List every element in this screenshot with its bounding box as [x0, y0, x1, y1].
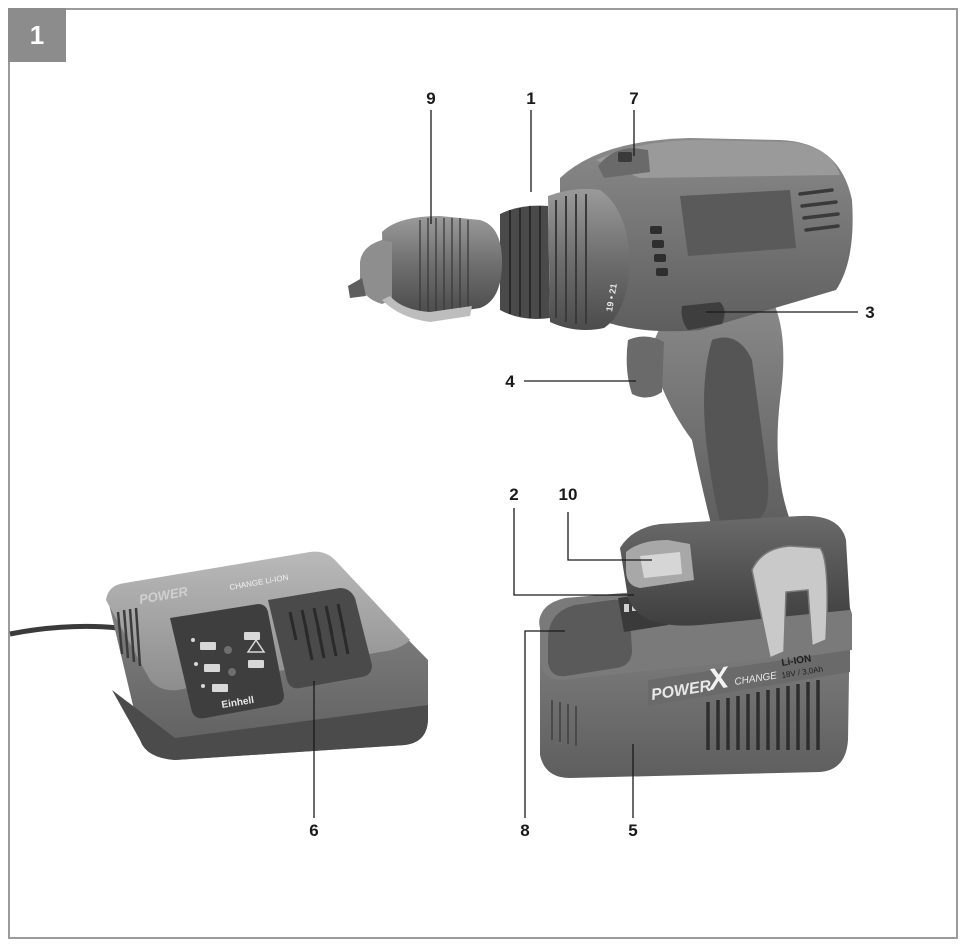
charger-side-vents — [116, 607, 142, 667]
drill: 19 • 21 — [348, 138, 853, 660]
charger: Einhell POWER CHANGE Li-ION — [9, 551, 428, 760]
front-vents — [650, 226, 668, 276]
charger-contact-slots — [288, 603, 350, 661]
battery-side-vents — [551, 700, 577, 746]
leader-line-2 — [513, 508, 634, 596]
forward-reverse-switch — [681, 302, 725, 330]
led-lens — [640, 552, 682, 578]
charger-led-icons — [191, 632, 266, 692]
spindle-collar — [500, 205, 550, 319]
figure-number-badge: 1 — [8, 8, 66, 62]
callout-2: 2 — [509, 485, 518, 504]
chuck-knurling — [419, 218, 469, 314]
callout-10: 10 — [559, 485, 578, 504]
leader-line-8 — [524, 630, 565, 818]
callout-9: 9 — [426, 89, 435, 108]
leader-line-10 — [567, 512, 652, 561]
charger-base-foot — [112, 690, 428, 760]
figure-frame — [8, 8, 958, 939]
torque-adjustment-ring — [548, 188, 630, 330]
drill-handle-grip — [704, 337, 769, 522]
battery-brand-band — [648, 650, 850, 706]
chuck-nose — [360, 240, 392, 304]
housing-top-panel — [596, 140, 840, 178]
callout-5: 5 — [628, 821, 637, 840]
torque-ring-scale: 19 • 21 — [604, 283, 619, 312]
leader-lines — [313, 110, 858, 818]
chuck-lower-sleeve — [382, 296, 472, 322]
callout-6: 6 — [309, 821, 318, 840]
gear-selector-knob — [618, 152, 632, 162]
charger-cable — [9, 623, 119, 637]
charger-logo: Einhell — [221, 695, 255, 711]
battery-spec-line1: Li-ION — [781, 653, 812, 669]
gear-selector-switch — [598, 148, 650, 178]
chuck-jaws — [348, 278, 366, 298]
collar-rings — [509, 206, 541, 318]
callout-7: 7 — [629, 89, 638, 108]
callout-8: 8 — [520, 821, 529, 840]
motor-vents — [798, 188, 840, 232]
callout-3: 3 — [865, 303, 874, 322]
battery-release-button — [548, 599, 632, 677]
callout-1: 1 — [526, 89, 535, 108]
callout-numbers: 9 1 7 3 4 2 10 8 5 6 — [309, 89, 874, 840]
belt-clip — [751, 545, 828, 660]
on-off-switch — [626, 336, 664, 398]
housing-side-window — [680, 190, 796, 256]
keyless-chuck — [382, 216, 502, 314]
callout-4: 4 — [505, 372, 515, 391]
battery-vents — [706, 680, 820, 750]
torque-ring-ribs — [555, 194, 587, 324]
